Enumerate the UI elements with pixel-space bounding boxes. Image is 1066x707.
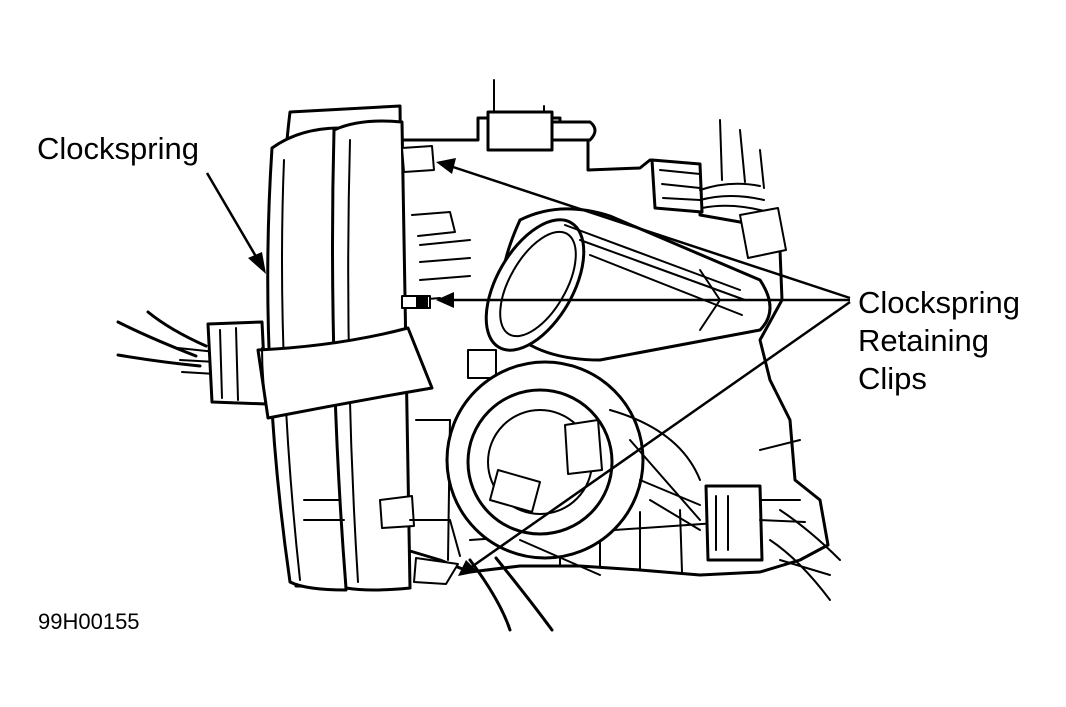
- wire-harness: [116, 310, 434, 420]
- clockspring-leader-line: [205, 172, 260, 261]
- clockspring-label: Clockspring: [37, 131, 199, 166]
- top-clip-arrowhead: [436, 158, 456, 174]
- top-clip-leader-line: [449, 164, 851, 300]
- bottom-clip-leader-line: [469, 300, 851, 570]
- lower-wires: [468, 509, 841, 632]
- middle-clip-arrowhead: [436, 292, 454, 308]
- callout-arrows: [205, 158, 851, 576]
- bottom-clip-arrowhead: [458, 560, 478, 576]
- lower-hub: [445, 360, 831, 576]
- right-connector: [639, 479, 806, 562]
- figure-code: 99H00155: [38, 609, 140, 634]
- switch-tube: [467, 207, 772, 379]
- clockspring-arrowhead: [248, 252, 266, 274]
- retaining-clips-label: Clockspring Retaining Clips: [858, 285, 1020, 396]
